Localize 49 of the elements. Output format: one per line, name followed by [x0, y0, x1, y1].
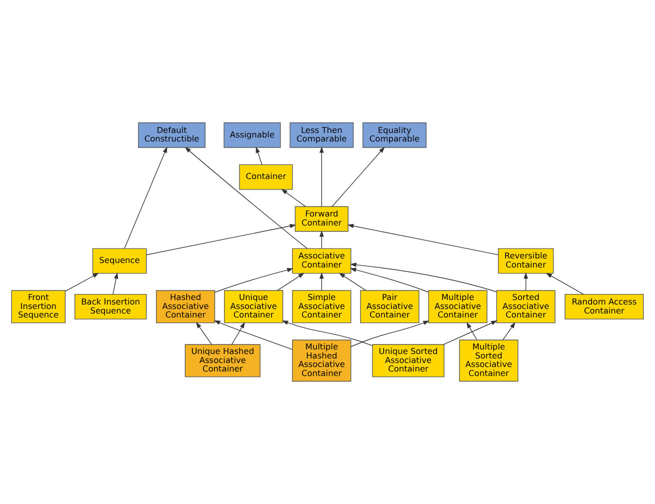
node-box: Unique Hashed Associative Container: [184, 344, 260, 378]
node-box: Multiple Sorted Associative Container: [459, 340, 518, 382]
arrow: [184, 146, 308, 249]
arrow: [277, 272, 304, 291]
arrow: [146, 224, 296, 256]
node-box: Pair Associative Container: [360, 290, 420, 324]
node-box: Back Insertion Sequence: [74, 294, 147, 320]
arrow: [214, 268, 294, 293]
arrow: [196, 322, 212, 345]
arrow: [281, 188, 306, 207]
node-box: Forward Container: [294, 206, 348, 232]
node-box: Equality Comparable: [362, 122, 426, 148]
arrow: [350, 320, 430, 348]
arrow: [546, 272, 584, 295]
node-box: Container: [239, 164, 293, 190]
arrow: [256, 146, 262, 165]
arrow: [65, 272, 99, 292]
arrow: [124, 146, 168, 249]
node-box: Reversible Container: [498, 248, 554, 274]
arrow: [347, 224, 499, 256]
arrow: [466, 322, 478, 340]
arrow: [338, 272, 366, 291]
arrow: [524, 272, 528, 291]
arrow: [231, 322, 245, 345]
node-box: Unique Associative Container: [224, 290, 284, 324]
node-box: Simple Associative Container: [292, 290, 352, 324]
arrow: [319, 146, 324, 207]
node-box: Multiple Associative Container: [428, 290, 488, 324]
arrow: [214, 320, 293, 350]
arrow: [443, 320, 498, 345]
arrow: [332, 146, 385, 207]
node-box: Unique Sorted Associative Container: [372, 344, 444, 378]
node-box: Multiple Hashed Associative Container: [292, 340, 352, 382]
arrow: [502, 322, 516, 340]
node-box: Front Insertion Sequence: [11, 290, 66, 324]
node-box: Sequence: [92, 248, 147, 274]
node-box: Hashed Associative Container: [156, 290, 216, 324]
node-box: Associative Container: [292, 248, 352, 274]
arrow: [350, 262, 497, 292]
node-box: Sorted Associative Container: [496, 290, 556, 324]
arrow: [350, 268, 429, 293]
arrow: [112, 272, 118, 294]
arrow: [319, 272, 324, 291]
node-box: Random Access Container: [564, 294, 644, 320]
arrow: [282, 320, 373, 346]
node-box: Assignable: [224, 122, 281, 148]
node-box: Default Constructible: [138, 122, 206, 148]
node-box: Less Then Comparable: [290, 122, 354, 148]
arrow: [319, 230, 324, 249]
